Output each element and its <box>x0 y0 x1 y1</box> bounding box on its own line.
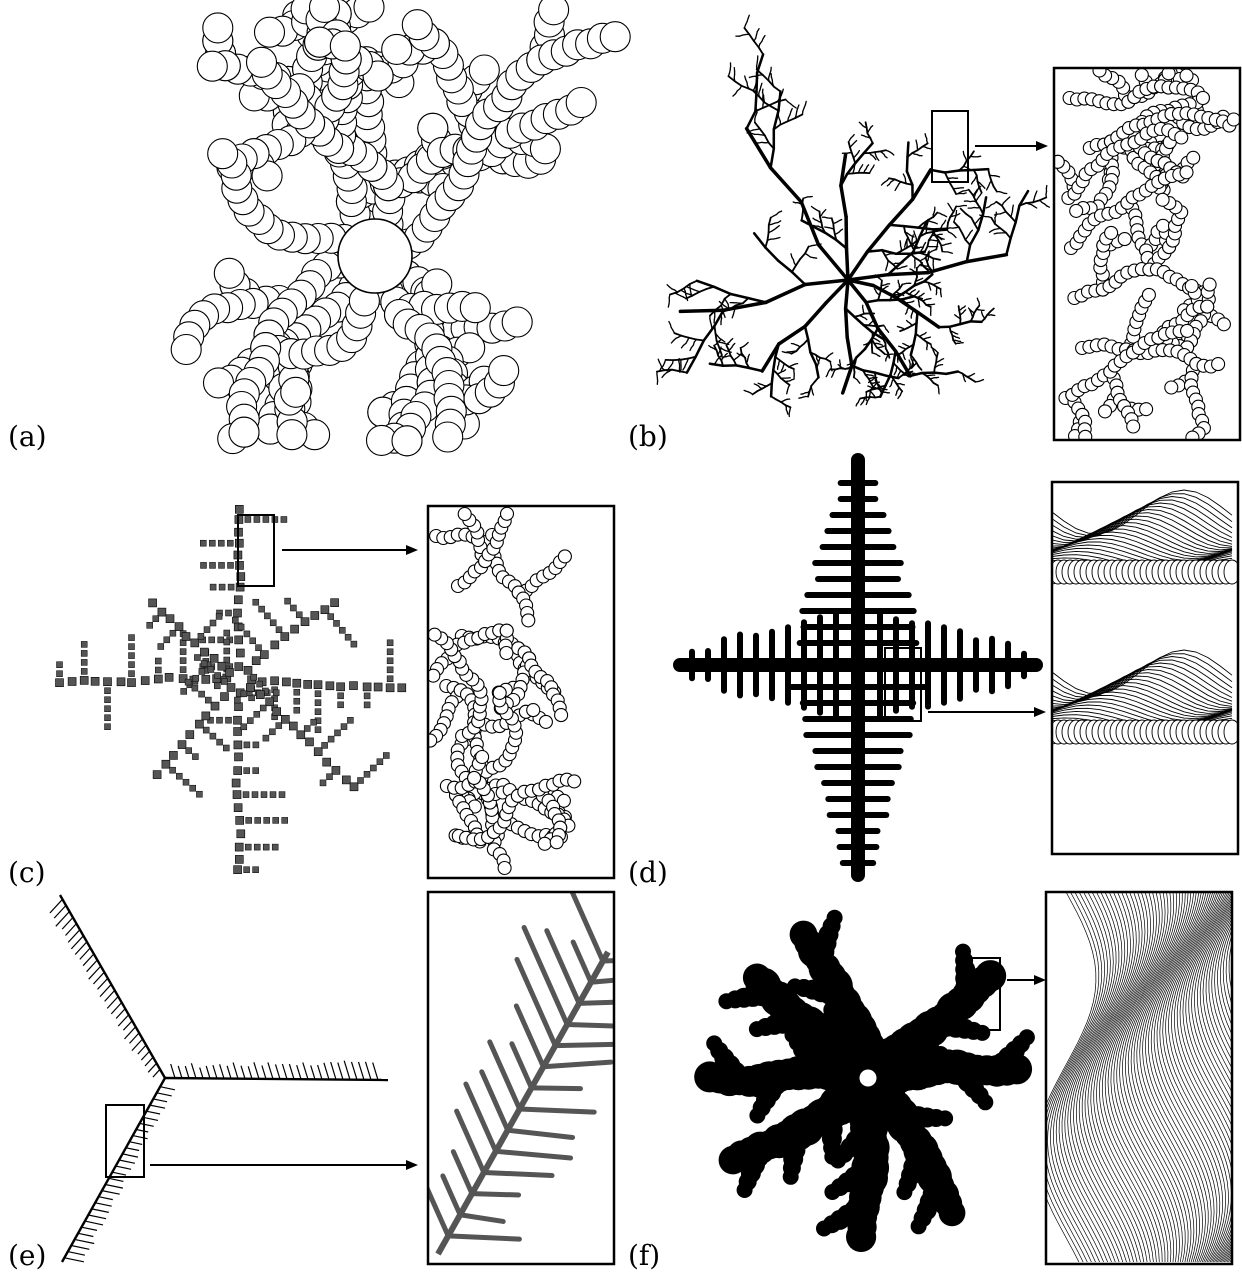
panel-label-f: (f) <box>628 1239 660 1272</box>
panel-f-cluster <box>694 910 1046 1252</box>
panel-a-cluster <box>171 0 630 456</box>
panel-b-cluster <box>657 15 1050 416</box>
panel-e-cluster <box>50 895 418 1262</box>
panel-c-cluster <box>56 505 419 873</box>
panel-label-c: (c) <box>8 856 46 889</box>
panel-label-e: (e) <box>8 1239 46 1272</box>
panel-label-d: (d) <box>628 856 668 889</box>
panel-d-cluster <box>680 460 1046 875</box>
panel-label-b: (b) <box>628 420 668 453</box>
panel-label-a: (a) <box>8 420 47 453</box>
